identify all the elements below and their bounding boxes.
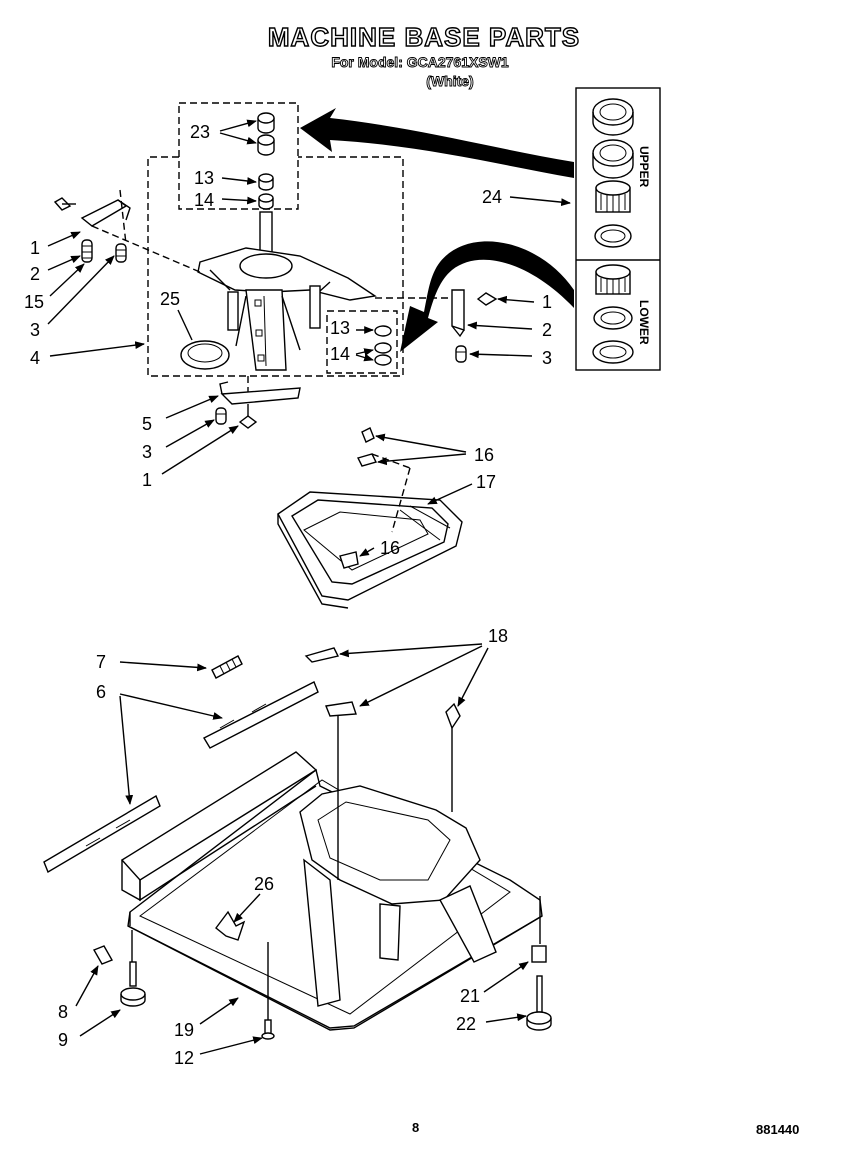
callout-22: 22 [456,1014,476,1034]
lower-kit-label: LOWER [637,300,651,345]
callout-25: 25 [160,289,180,309]
callout-3-bottom: 3 [142,442,152,462]
machine-base-frame [43,647,552,1040]
small-bearing-dashed-box [326,310,398,374]
bearing-kit-dashed-box [178,102,299,210]
callout-2-left: 2 [30,264,40,284]
brace-lower [43,794,161,874]
clip-18c [445,702,461,730]
spring-7 [211,655,243,679]
leader-lines [47,119,571,1055]
callout-13-upper: 13 [194,168,214,188]
left-bracket-hardware [53,189,201,273]
upper-seal-1 [592,98,634,136]
callout-5: 5 [142,414,152,434]
leveling-foot-left [92,945,146,1007]
clip-18b [325,701,357,717]
callout-18: 18 [488,626,508,646]
page-title: MACHINE BASE PARTS [267,21,581,52]
callout-23: 23 [190,122,210,142]
tub-seal-ring [180,340,230,370]
lower-seal-2 [592,340,634,364]
callout-9: 9 [58,1030,68,1050]
callout-14-upper: 14 [194,190,214,210]
small-bearings [374,325,392,366]
leveling-foot-right [526,945,552,1031]
callout-8: 8 [58,1002,68,1022]
lower-kit-arrow [400,241,574,352]
callout-3-left: 3 [30,320,40,340]
callout-24: 24 [482,187,502,207]
callout-7: 7 [96,652,106,672]
callout-1-left: 1 [30,238,40,258]
upper-bearing [595,180,631,213]
upper-ring [594,224,632,248]
suspension-frame [277,427,463,609]
lower-seal-1 [593,306,633,330]
callout-16-upper: 16 [474,445,494,465]
screw-12 [261,1019,275,1040]
color-subtitle: (White) [426,73,474,90]
upper-kit-label: UPPER [637,146,651,188]
callout-15: 15 [24,292,44,312]
upper-kit-arrow [300,108,574,178]
callout-6: 6 [96,682,106,702]
page-number: 8 [412,1120,420,1135]
callout-17: 17 [476,472,496,492]
callout-3-right: 3 [542,348,552,368]
transmission-dashed-box [147,156,404,377]
transmission-assembly [197,112,377,371]
right-bracket-hardware [375,289,498,363]
lower-bracket-hardware [215,376,301,429]
seal-kit-panel: UPPER LOWER [575,87,661,371]
callout-4: 4 [30,348,40,368]
callout-26: 26 [254,874,274,894]
brace-upper [203,681,319,749]
callout-13-lower: 13 [330,318,350,338]
callout-21: 21 [460,986,480,1006]
callout-12: 12 [174,1048,194,1068]
callout-1-bottom: 1 [142,470,152,490]
callout-2-right: 2 [542,320,552,340]
callout-numbers: 23 13 14 24 1 2 15 3 4 25 1 2 3 13 14 5 … [24,122,552,1068]
callout-16-lower: 16 [380,538,400,558]
upper-seal-2 [592,139,634,179]
callout-19: 19 [174,1020,194,1040]
clip-18a [304,647,340,663]
bracket-26 [215,910,246,941]
callout-14-lower: 14 [330,344,350,364]
lower-bearing [595,264,631,295]
model-subtitle: For Model: GCA2761XSW1 [331,54,509,71]
document-number: 881440 [756,1122,800,1137]
callout-1-right: 1 [542,292,552,312]
